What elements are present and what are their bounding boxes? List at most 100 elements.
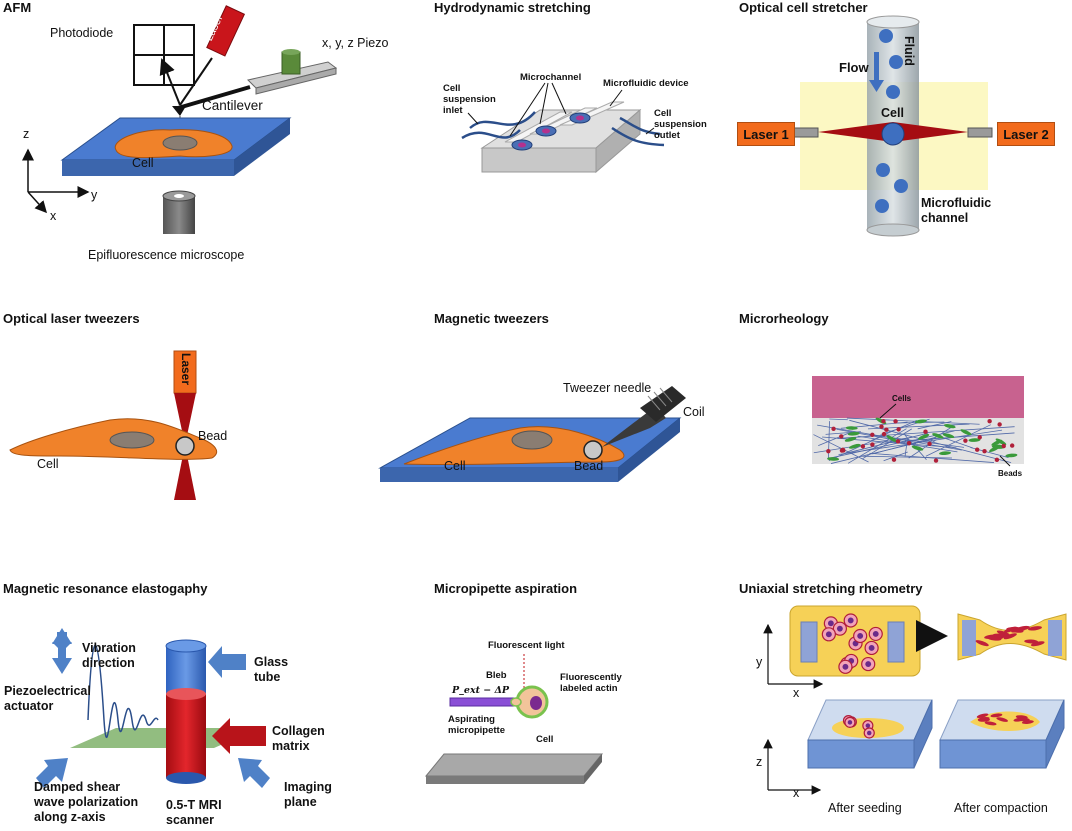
micropipette-diagram: [424, 654, 604, 784]
cell-nucleus: [868, 645, 875, 651]
aligned-cell: [1016, 625, 1030, 631]
rheology-cell: [847, 431, 860, 436]
damped-wave: [87, 644, 159, 738]
optical-stretcher-diagram: [793, 15, 993, 237]
rheology-cell: [848, 443, 861, 449]
matrix-fiber: [868, 434, 965, 448]
afm-axis-z: z: [23, 127, 30, 141]
afm-cell-label: Cell: [132, 156, 154, 170]
pipette-cell-label: Cell: [536, 734, 554, 745]
matrix-fiber: [860, 455, 952, 459]
rheology-cell: [844, 437, 857, 442]
compacted-cell: [1015, 715, 1028, 719]
rheology-bead: [933, 458, 939, 463]
compacted-cell: [978, 718, 990, 722]
rheology-bead: [884, 427, 889, 432]
piezo-actuator-label: Piezoelectrical actuator: [4, 684, 91, 713]
afm-axis-x: x: [50, 209, 57, 223]
uniaxial-axis-x1: x: [793, 686, 800, 700]
matrix-fiber: [838, 429, 1003, 455]
cantilever: [177, 85, 251, 110]
rheology-bead: [982, 449, 987, 454]
rheology-cell: [827, 457, 840, 461]
needle-label: Tweezer needle: [563, 381, 652, 395]
hydro-outlet-label: Cell suspension outlet: [654, 108, 707, 141]
cell-nucleus: [847, 617, 854, 624]
damped-wave-label: Damped shear wave polarization along z-a…: [34, 780, 139, 824]
hydro-diagram: [461, 82, 665, 174]
rheology-bead: [879, 424, 884, 429]
rheology-bead: [994, 457, 1000, 463]
rheology-bead: [906, 441, 912, 446]
piezo-block: [281, 51, 301, 75]
rheology-bead: [963, 438, 968, 443]
rheology-bead: [987, 419, 992, 424]
aligned-cell: [996, 630, 1011, 637]
matrix-fiber: [904, 438, 908, 457]
uniaxial-title: Uniaxial stretching rheometry: [739, 581, 923, 596]
aligned-cell: [1024, 639, 1039, 644]
hydro-microchannel-label: Microchannel: [520, 72, 582, 83]
vibration-label: Vibration direction: [82, 641, 136, 670]
matrix-fiber: [904, 432, 1015, 442]
afm-cantilever-label: Cantilever: [202, 98, 263, 113]
compacted-cell: [996, 717, 1008, 722]
hydro-device-label: Microfluidic device: [603, 78, 689, 89]
hydro-inlet-label: Cell suspension inlet: [443, 83, 496, 116]
matrix-fiber: [828, 433, 887, 461]
rheology-bead: [1009, 443, 1015, 448]
magnetic-bead-label: Bead: [574, 459, 604, 473]
aspirating-micropipette: [449, 697, 517, 707]
rheology-cell: [845, 426, 858, 430]
coil-label: Coil: [683, 405, 705, 419]
afm-diagram: [22, 5, 338, 234]
fluid-label: Fluid: [902, 36, 916, 66]
matrix-fiber: [836, 428, 917, 445]
matrix-fiber: [818, 431, 852, 446]
cell-nucleus: [872, 630, 879, 637]
rheology-cell: [918, 433, 930, 440]
collagen-matrix: [166, 694, 206, 778]
compacted-cell: [984, 721, 997, 726]
rheology-cell: [943, 424, 956, 429]
rheology-cell: [911, 445, 924, 451]
magnetic-bead: [583, 440, 603, 460]
microrheology-diagram: [812, 376, 1024, 467]
microfluidic-channel-label: Microfluidic channel: [921, 196, 992, 225]
rheology-cell: [989, 445, 1000, 453]
rheology-cell: [1005, 453, 1018, 458]
matrix-fiber: [925, 424, 991, 457]
rheology-bead: [997, 422, 1002, 427]
afm-photodiode-label: Photodiode: [50, 26, 114, 40]
optical-tweezers-diagram: [9, 350, 218, 500]
cell-nucleus: [865, 723, 871, 728]
fluorescent-light-label: Fluorescent light: [488, 640, 565, 651]
cell-nucleus: [825, 631, 832, 638]
matrix-fiber: [867, 423, 970, 430]
rheology-bead: [895, 439, 901, 444]
collagen-label: Collagen matrix: [272, 724, 325, 753]
uniaxial-diagram: [763, 605, 1067, 795]
tweezer-bead-label: Bead: [198, 429, 228, 443]
rheology-bead: [927, 441, 932, 447]
micro-beads-label: Beads: [998, 469, 1023, 478]
imaging-plane: [70, 728, 260, 748]
rheology-cell: [991, 439, 1003, 446]
afm-microscope-label: Epifluorescence microscope: [88, 248, 245, 262]
uniaxial-axis-x2: x: [793, 786, 800, 800]
magnetic-tweezers-title: Magnetic tweezers: [434, 311, 549, 326]
rheology-bead: [881, 431, 887, 437]
micropipette-title: Micropipette aspiration: [434, 581, 578, 596]
magnetic-cell: [403, 426, 625, 466]
cell-nucleus: [866, 730, 872, 736]
rheology-bead: [974, 447, 980, 452]
rheology-bead: [881, 418, 886, 424]
mre-title: Magnetic resonance elastogaphy: [3, 581, 208, 596]
mre-diagram: [36, 628, 270, 788]
matrix-fiber: [822, 436, 957, 449]
stretcher-cell-label: Cell: [881, 106, 904, 120]
tweezer-cell-label: Cell: [37, 457, 59, 471]
afm-title: AFM: [3, 0, 32, 15]
rheology-cell: [960, 429, 972, 436]
